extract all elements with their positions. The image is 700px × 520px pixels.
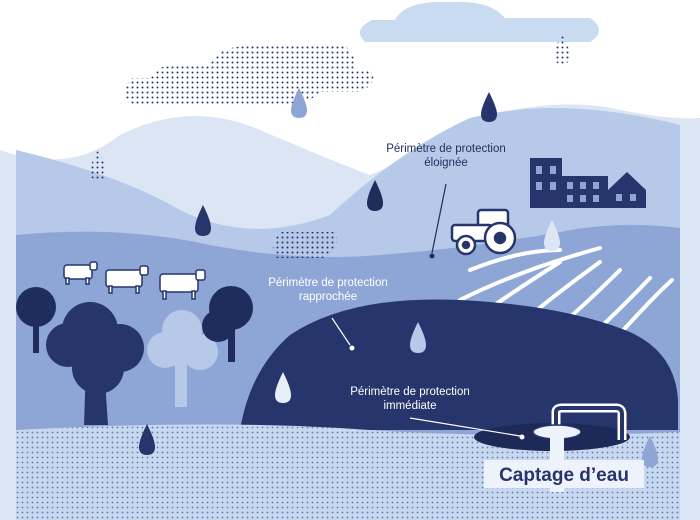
- raindrops: [139, 88, 658, 467]
- label-eloignee-line1: Périmètre de protection: [386, 143, 506, 155]
- leader-lines: [331, 183, 525, 440]
- dotted-cloud-icon: [124, 46, 374, 104]
- dotted-drop-right: [554, 34, 570, 64]
- raindrop-icon: [642, 436, 658, 467]
- cows: [63, 261, 206, 300]
- cloud-icon: [359, 1, 599, 43]
- tree-icon: [16, 287, 56, 353]
- label-rapprochee-line2: rapprochée: [299, 291, 357, 303]
- tractor-icon: [450, 208, 517, 256]
- raindrop-icon: [410, 322, 426, 353]
- cow-icon: [159, 269, 206, 300]
- raindrop-icon: [544, 220, 560, 251]
- raindrop-icon: [367, 180, 383, 211]
- building-icon: [530, 158, 562, 208]
- dotted-patch: [272, 232, 338, 258]
- tree-icon: [147, 310, 218, 407]
- tree-icon: [46, 302, 144, 425]
- perimeter-rapprochee-zone: [240, 299, 678, 430]
- raindrop-icon: [291, 88, 307, 118]
- raindrop-icon: [139, 424, 155, 455]
- label-immediate-line2: immédiate: [383, 400, 436, 412]
- label-rapprochee-line1: Périmètre de protection: [268, 277, 388, 289]
- captage-label-box: [484, 460, 644, 488]
- building-icon: [562, 176, 608, 208]
- clouds: [124, 1, 599, 104]
- tree-icon: [202, 286, 253, 362]
- raindrop-icon: [195, 205, 211, 236]
- cow-icon: [63, 261, 98, 285]
- cow-icon: [105, 265, 149, 294]
- house-icon: [608, 172, 646, 208]
- dotted-drop-left: [90, 150, 106, 180]
- buildings: [530, 158, 646, 208]
- label-eloignee-line2: éloignée: [424, 157, 467, 169]
- label-immediate-line1: Périmètre de protection: [350, 386, 470, 398]
- captage-label: Captage d’eau: [499, 465, 629, 486]
- raindrop-icon: [275, 372, 291, 403]
- raindrop-icon: [481, 92, 497, 122]
- trees: [16, 286, 253, 425]
